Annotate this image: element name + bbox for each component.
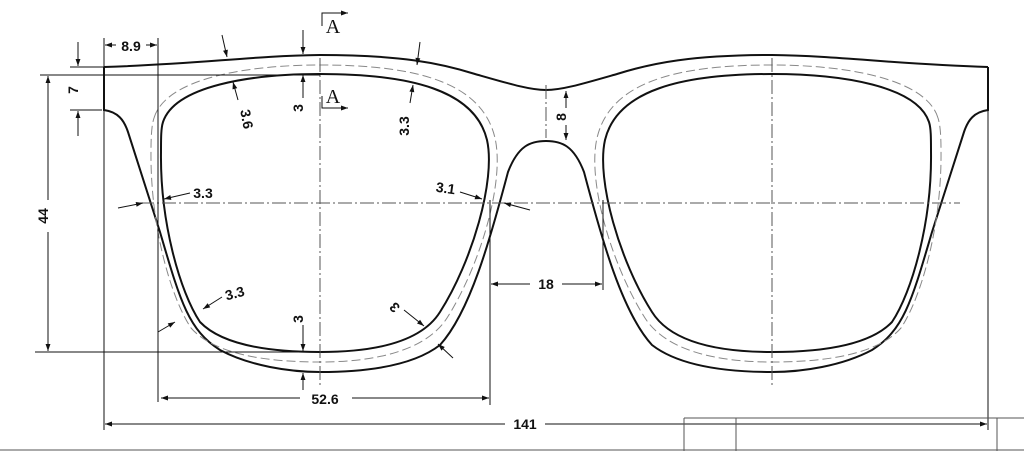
dim-rim-left: 3.3 [193,185,213,201]
lens-groove-line [150,64,498,363]
dim-temple-offset: 7 [65,86,81,94]
extension-lines [35,38,989,430]
centerlines [140,58,960,385]
right-lens-frame [545,53,989,374]
dim-rim-bottom-right: 3 [386,299,403,316]
dim-temple-width: 8.9 [121,38,141,54]
lens-inner-contour [159,72,490,354]
dim-bridge: 18 [538,276,554,292]
dimension-lines [45,10,987,427]
dim-lens-height: 44 [35,208,51,224]
dim-bridge-thickness: 8 [553,113,569,121]
dim-rim-right: 3.1 [435,179,457,198]
title-block [0,417,1024,451]
dim-rim-bottom-left: 3.3 [223,283,246,304]
dim-rim-bottom: 3 [290,315,306,323]
dimension-labels: 44 7 8.9 52.6 141 18 8 3.6 3 3.3 3.3 3.1… [35,16,569,432]
section-label-top: A [326,16,341,38]
dim-rim-top-left: 3.6 [237,108,256,130]
dim-rim-top-right: 3.3 [396,116,412,136]
dim-rim-top: 3 [290,104,306,112]
dim-lens-width: 52.6 [311,391,338,407]
section-label-bottom: A [326,86,341,108]
frame-outer-top [103,53,547,91]
dim-total-width: 141 [513,416,537,432]
